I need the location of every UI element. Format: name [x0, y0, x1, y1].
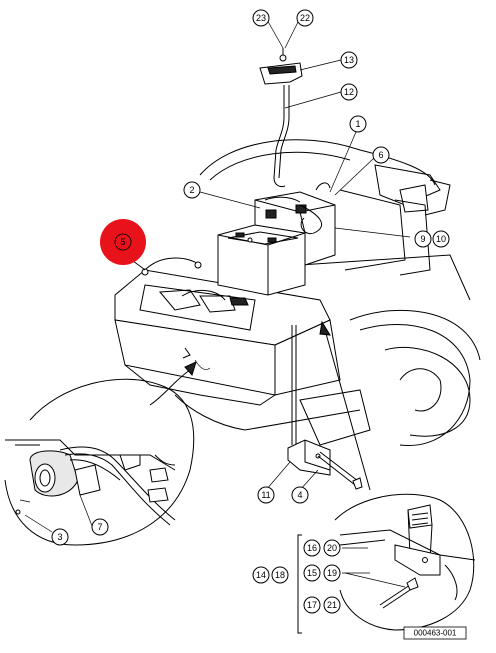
- svg-text:9: 9: [420, 234, 425, 244]
- callout-2[interactable]: 2: [183, 181, 201, 199]
- svg-text:12: 12: [344, 87, 354, 97]
- svg-text:19: 19: [327, 568, 337, 578]
- document-id-box: 000463-001: [403, 626, 467, 640]
- callout-6[interactable]: 6: [372, 146, 390, 164]
- svg-text:13: 13: [344, 55, 354, 65]
- svg-text:15: 15: [307, 568, 317, 578]
- svg-text:10: 10: [436, 234, 446, 244]
- callout-9[interactable]: 9: [414, 230, 432, 248]
- callout-23[interactable]: 23: [252, 9, 270, 27]
- callout-21[interactable]: 21: [323, 596, 341, 614]
- svg-text:18: 18: [275, 570, 285, 580]
- svg-text:7: 7: [97, 522, 102, 532]
- battery-tray: [114, 269, 361, 431]
- callout-1[interactable]: 1: [349, 115, 367, 133]
- callout-5-highlighted[interactable]: 5: [100, 219, 146, 265]
- callout-14[interactable]: 14: [252, 566, 270, 584]
- svg-text:14: 14: [256, 570, 266, 580]
- svg-text:2: 2: [189, 185, 194, 195]
- callout-18[interactable]: 18: [271, 566, 289, 584]
- callout-12[interactable]: 12: [340, 83, 358, 101]
- callout-19[interactable]: 19: [323, 564, 341, 582]
- document-id: 000463-001: [414, 629, 457, 638]
- callout-11[interactable]: 11: [257, 486, 275, 504]
- right-legend-bracket: [297, 534, 406, 634]
- callout-17[interactable]: 17: [303, 596, 321, 614]
- svg-text:3: 3: [57, 532, 62, 542]
- svg-text:20: 20: [327, 543, 337, 553]
- callout-7[interactable]: 7: [91, 518, 109, 536]
- svg-text:23: 23: [256, 13, 266, 23]
- callout-22[interactable]: 22: [296, 9, 314, 27]
- hold-down-rod: [259, 48, 303, 188]
- callout-13[interactable]: 13: [340, 51, 358, 69]
- svg-text:21: 21: [327, 600, 337, 610]
- bracket-assembly: [287, 325, 363, 490]
- vehicle-body: [199, 139, 481, 447]
- svg-text:16: 16: [307, 543, 317, 553]
- battery-front: [217, 224, 306, 296]
- svg-text:6: 6: [378, 150, 383, 160]
- svg-text:22: 22: [300, 13, 310, 23]
- svg-text:4: 4: [297, 490, 302, 500]
- callout-10[interactable]: 10: [432, 230, 450, 248]
- callout-20[interactable]: 20: [323, 539, 341, 557]
- callout-5-label: 5: [120, 237, 125, 247]
- callout-4[interactable]: 4: [291, 486, 309, 504]
- callout-3[interactable]: 3: [51, 528, 69, 546]
- svg-text:1: 1: [355, 119, 360, 129]
- svg-text:11: 11: [261, 490, 270, 500]
- svg-text:17: 17: [307, 600, 317, 610]
- left-detail-view: [4, 378, 195, 546]
- callout-15[interactable]: 15: [303, 564, 321, 582]
- leader-lines: [24, 17, 411, 533]
- callout-16[interactable]: 16: [303, 539, 321, 557]
- detail-arrows: [149, 320, 371, 491]
- right-detail-view: [334, 493, 476, 631]
